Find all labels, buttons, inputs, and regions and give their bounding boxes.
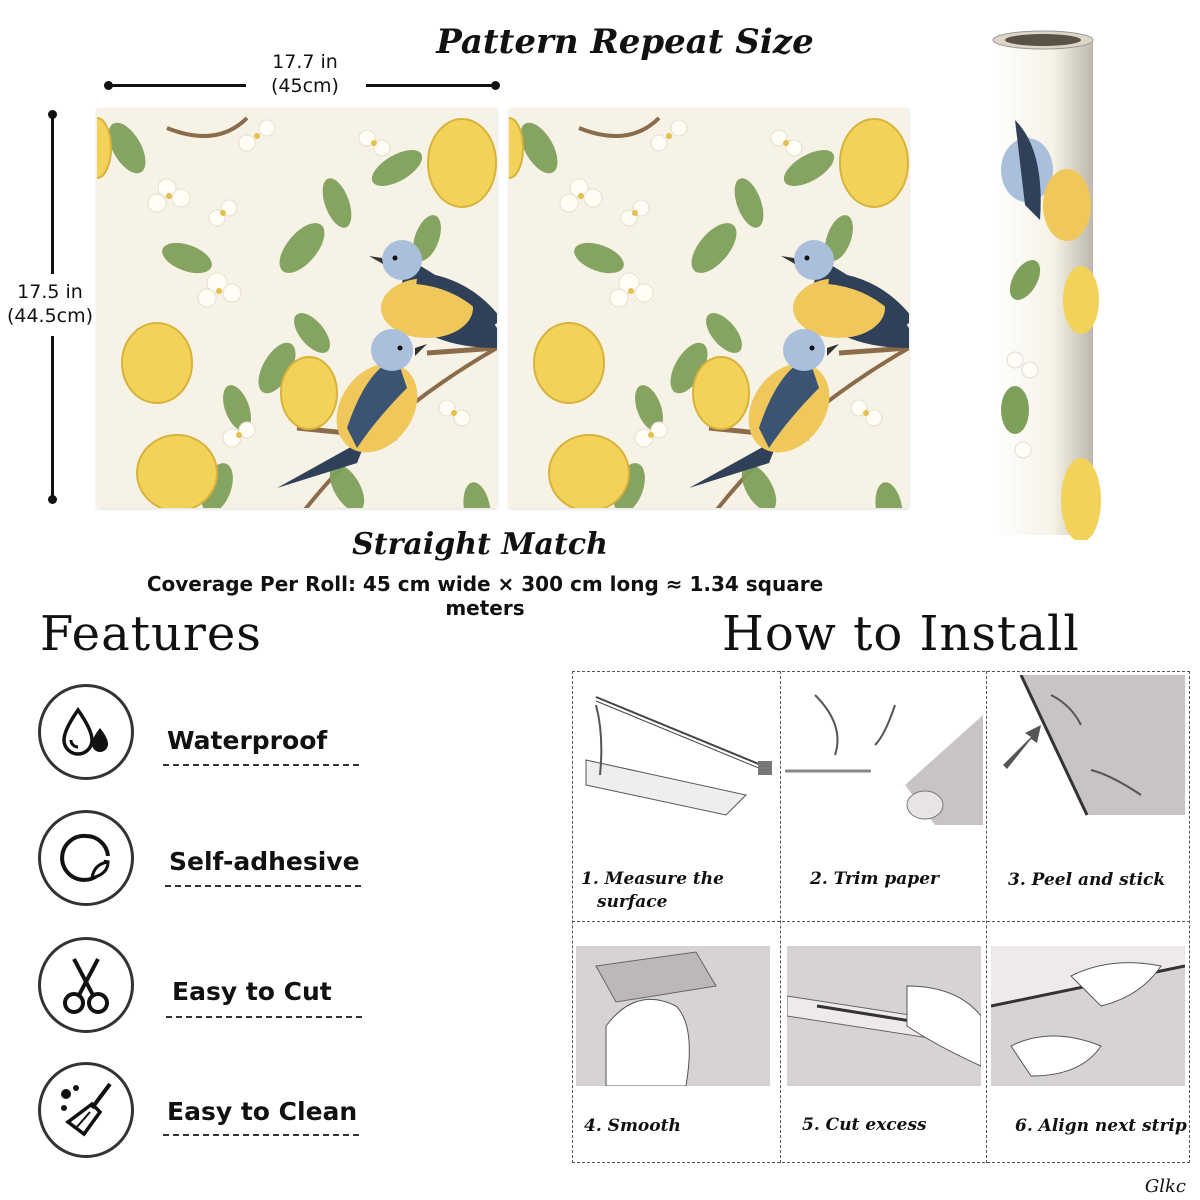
step-5-caption: 5. Cut excess <box>802 1115 927 1135</box>
step-1-illustration <box>576 675 776 825</box>
roll-illustration <box>992 30 1101 542</box>
feature-underline <box>163 764 359 766</box>
step-1-line-1: 1. Measure the <box>581 869 724 889</box>
bird-lower <box>277 329 427 488</box>
step-6-caption: 6. Align next strip <box>1015 1116 1187 1136</box>
align-next-strip-illustration <box>991 946 1185 1086</box>
step-1-caption: 1. Measure the surface <box>581 868 724 914</box>
step-2-illustration <box>785 675 983 825</box>
grid-divider-vertical <box>986 671 987 1163</box>
height-centimeters: (44.5cm) <box>6 305 94 327</box>
width-dimension-line-right <box>366 84 496 87</box>
cut-excess-illustration <box>787 946 981 1086</box>
pattern-repeat-title: Pattern Repeat Size <box>436 22 814 62</box>
width-inches: 17.7 in <box>272 51 338 73</box>
width-centimeters: (45cm) <box>271 75 339 97</box>
feature-underline <box>163 1134 359 1136</box>
broom-icon <box>61 1082 112 1137</box>
feature-label-easy-to-cut: Easy to Cut <box>172 977 332 1006</box>
bird-upper <box>369 240 497 348</box>
feature-label-self-adhesive: Self-adhesive <box>169 847 360 876</box>
width-dimension-end-dot <box>491 81 500 90</box>
feature-icon-circle <box>38 937 134 1033</box>
feature-icon-circle <box>38 810 134 906</box>
step-4-illustration <box>576 946 770 1086</box>
height-dimension-line-top <box>51 114 54 274</box>
lemon-bird-pattern-illustration <box>97 116 497 508</box>
water-drops-icon <box>62 706 108 756</box>
height-inches: 17.5 in <box>17 281 83 303</box>
feature-underline <box>166 1016 362 1018</box>
measure-tape-illustration <box>585 696 772 816</box>
brand-signature: Glkc <box>1144 1176 1186 1197</box>
install-steps-grid <box>572 671 1190 1163</box>
feature-label-waterproof: Waterproof <box>167 726 328 755</box>
height-dimension-end-dot <box>48 495 57 504</box>
scissors-icon <box>63 958 109 1014</box>
width-dimension-line-left <box>108 84 246 87</box>
height-dimension-line-bottom <box>51 336 54 496</box>
step-3-caption: 3. Peel and stick <box>1008 870 1166 890</box>
peel-sticker-icon <box>60 833 110 882</box>
step-6-illustration <box>991 946 1185 1086</box>
smoothing-squeegee-illustration <box>576 946 770 1086</box>
step-4-caption: 4. Smooth <box>584 1116 681 1136</box>
pattern-panel-left <box>97 108 497 508</box>
step-2-caption: 2. Trim paper <box>810 869 939 889</box>
wallpaper-roll-image <box>985 30 1105 542</box>
feature-label-easy-to-clean: Easy to Clean <box>167 1097 358 1126</box>
feature-icon-circle <box>38 1062 134 1158</box>
trim-paper-illustration <box>785 694 983 825</box>
step-1-line-2: surface <box>597 892 668 912</box>
coverage-text: Coverage Per Roll: 45 cm wide × 300 cm l… <box>146 572 824 620</box>
step-5-illustration <box>787 946 981 1086</box>
lemon-bird-pattern-illustration-repeat <box>509 108 909 508</box>
feature-underline <box>165 885 361 887</box>
grid-divider-vertical <box>780 671 781 1163</box>
peel-and-stick-illustration <box>1003 675 1185 816</box>
how-to-install-title: How to Install <box>722 606 1080 662</box>
straight-match-title: Straight Match <box>352 527 608 562</box>
step-3-illustration <box>991 675 1185 825</box>
grid-divider-horizontal <box>572 921 1190 922</box>
pattern-panel-right <box>509 108 909 508</box>
feature-icon-circle <box>38 684 134 780</box>
features-title: Features <box>40 606 262 662</box>
width-dimension-label: 17.7 in (45cm) <box>255 50 355 98</box>
height-dimension-label: 17.5 in (44.5cm) <box>0 280 100 328</box>
